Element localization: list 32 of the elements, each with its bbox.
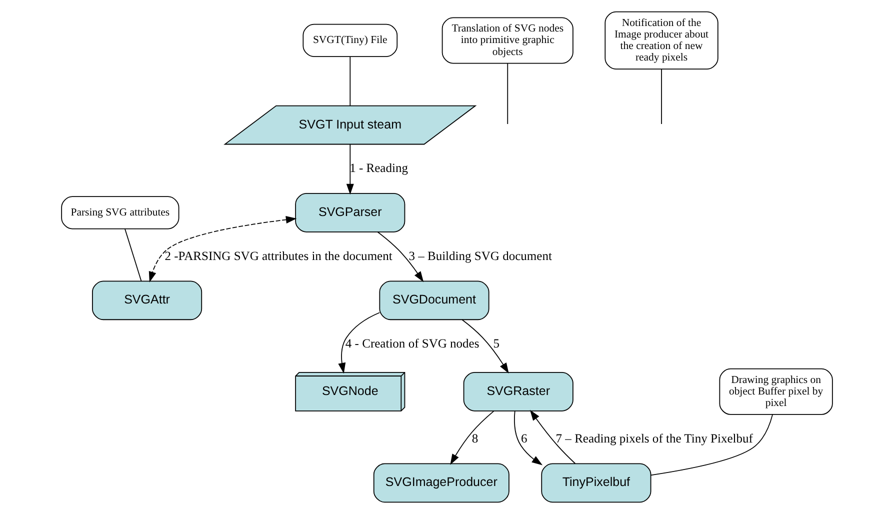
connector (650, 414, 772, 476)
node-box: TinyPixelbuf (540, 463, 651, 503)
node-box: Translation of SVG nodes into primitive graphic objects (441, 17, 573, 64)
connector (506, 63, 508, 124)
edge-label: 6 (520, 431, 527, 446)
node-box: SVGDocument (378, 280, 489, 320)
connector (349, 56, 350, 106)
arrow (346, 144, 354, 195)
arrow (338, 312, 380, 374)
arrow (376, 232, 424, 282)
arrow (529, 410, 576, 464)
node-box: SVGRaster (462, 372, 573, 412)
edge-label: 1 - Reading (349, 161, 408, 176)
arrow (513, 410, 542, 466)
node-box: SVGT(Tiny) File (302, 24, 398, 58)
edge-label: 7 – Reading pixels of the Tiny Pixelbuf (555, 431, 752, 446)
node-box: SVGParser (294, 193, 405, 232)
arrow (148, 216, 296, 282)
connector (660, 68, 662, 124)
edge-label: 2 -PARSING SVG attributes in the document (164, 248, 392, 263)
arrow (461, 319, 508, 374)
node-box: SVGAttr (92, 280, 202, 320)
connector (124, 228, 142, 282)
edge-label: 8 (471, 431, 478, 446)
edge-label: 4 - Creation of SVG nodes (344, 336, 479, 351)
node-box: Drawing graphics on object Buffer pixel by pixel (718, 368, 832, 415)
node-box: SVGImageProducer (372, 463, 509, 503)
node-box: Parsing SVG attributes (60, 196, 179, 230)
edge-label: 5 (492, 336, 500, 351)
edge-label: 3 – Building SVG document (408, 248, 552, 263)
arrow (450, 410, 494, 465)
node-box: Notification of the Image producer about the creation of new ready pixels (604, 11, 718, 70)
